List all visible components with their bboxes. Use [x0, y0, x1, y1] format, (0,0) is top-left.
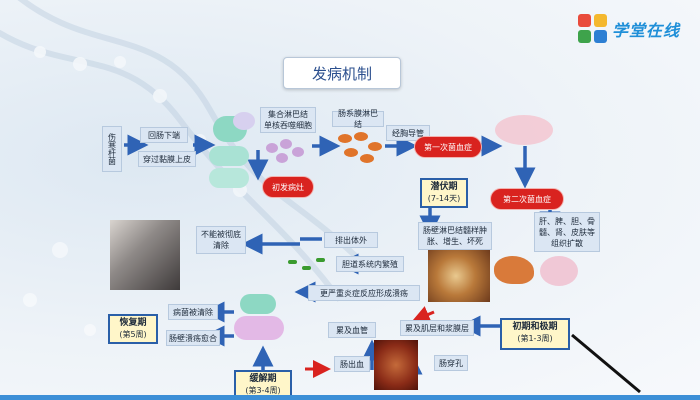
stage-incubation-name: 潜伏期	[430, 182, 458, 192]
stage-remission: 缓解期 (第3-4周)	[234, 370, 292, 398]
node-lesion-cleared: 病菌被清除	[168, 304, 218, 320]
patient-photo	[110, 220, 180, 290]
logo-icon-c	[578, 30, 591, 43]
epithelial-cells-illustration	[207, 110, 257, 188]
stage-incubation-period: (7-14天)	[427, 194, 461, 203]
node-ulcer-heal: 肠壁溃疡愈合	[166, 330, 220, 346]
node-biliary: 胆道系统内繁殖	[336, 256, 404, 272]
stage-incubation: 潜伏期 (7-14天)	[420, 178, 468, 208]
node-penetrate: 穿过黏膜上皮	[138, 151, 196, 167]
node-muscle: 累及肌层和浆膜层	[400, 320, 474, 336]
stage-recovery-name: 恢复期	[119, 318, 147, 328]
logo-text: 学堂在线	[612, 21, 681, 40]
stage-remission-name: 缓解期	[249, 374, 277, 384]
bacteria-cluster-middle	[286, 256, 336, 276]
node-lymph-cells: 集合淋巴结 单核吞噬细胞	[260, 107, 316, 133]
liver-illustration	[494, 256, 534, 284]
bleeding-photo	[374, 340, 418, 390]
node-second-bacteremia: 第二次菌血症	[490, 188, 564, 210]
node-intestinal-lymph: 肠壁淋巴结髓样肿胀、增生、坏死	[418, 222, 492, 250]
node-excrete: 排出体外	[324, 232, 378, 248]
node-perforation: 肠穿孔	[434, 355, 468, 371]
node-bleeding: 肠出血	[334, 356, 370, 372]
node-primary-focus: 初发病灶	[262, 176, 314, 198]
stage-remission-period: (第3-4周)	[245, 386, 281, 395]
stage-recovery: 恢复期 (第5周)	[108, 314, 158, 344]
stage-initial-peak-period: (第1-3周)	[517, 334, 553, 343]
node-pathogen: 伤寒杆菌	[102, 126, 122, 172]
node-cannot-clear: 不能被彻底清除	[196, 226, 246, 254]
intestine-photo	[428, 250, 490, 302]
node-severe-reaction: 更严重炎症反应形成溃疡	[308, 285, 420, 301]
lymph-node-cluster	[334, 130, 386, 166]
logo-icon-d	[594, 30, 607, 43]
node-mesenteric-lymph: 肠系膜淋巴结	[332, 109, 384, 129]
page-title: 发病机制	[283, 57, 401, 89]
node-vessel: 累及血管	[328, 322, 376, 338]
blood-vessel-bacteria	[495, 115, 553, 145]
spleen-illustration	[540, 256, 578, 286]
stage-initial-peak-name: 初期和极期	[512, 322, 558, 332]
stage-recovery-period: (第5周)	[119, 330, 147, 339]
logo-icon-b	[594, 14, 607, 27]
node-ileum: 回肠下端	[140, 127, 188, 143]
logo-icon	[578, 14, 591, 27]
node-organs: 肝、脾、胆、骨髓、肾、皮肤等组织扩散	[534, 212, 600, 252]
bottom-bar	[0, 395, 700, 400]
node-first-bacteremia: 第一次菌血症	[414, 136, 482, 158]
stage-initial-peak: 初期和极期 (第1-3周)	[500, 318, 570, 350]
healing-cells-illustration	[230, 288, 294, 344]
macrophage-cluster	[262, 137, 312, 167]
logo	[578, 14, 610, 46]
